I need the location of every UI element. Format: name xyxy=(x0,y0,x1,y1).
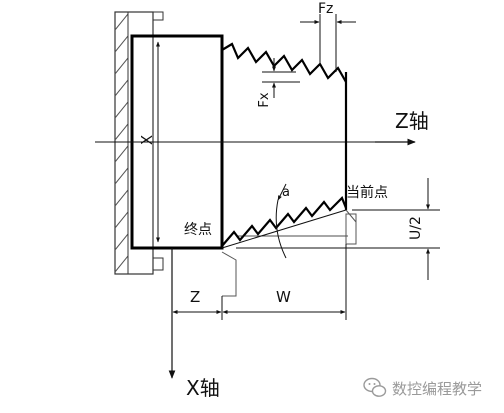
chuck-body xyxy=(114,11,154,275)
x-dimension-label: X xyxy=(138,135,156,145)
angle-arrow-top xyxy=(277,183,287,201)
fx-label: Fx xyxy=(257,92,272,107)
watermark: 数控编程教学 xyxy=(363,377,482,398)
u2-label: U/2 xyxy=(408,216,424,240)
tool-end xyxy=(221,251,237,297)
chuck-hatching xyxy=(114,13,129,273)
thread-bottom xyxy=(221,196,348,247)
chuck-jaw-top xyxy=(153,11,164,21)
fz-label: Fz xyxy=(318,1,333,17)
end-point-label: 终点 xyxy=(184,222,212,238)
current-point-label: 当前点 xyxy=(346,184,388,201)
z-dim-label: Z xyxy=(190,288,200,306)
angle-label: a xyxy=(282,185,290,200)
chuck xyxy=(114,11,164,275)
watermark-text: 数控编程教学 xyxy=(392,380,482,398)
z-axis-label: Z轴 xyxy=(395,109,429,133)
thread-top xyxy=(221,42,347,83)
chuck-jaw-bottom xyxy=(153,257,164,271)
tool-current xyxy=(345,213,357,245)
taper-line xyxy=(221,209,347,249)
wechat-icon xyxy=(363,377,387,397)
angle-arc xyxy=(275,199,287,259)
tool-current-tip xyxy=(345,209,357,223)
x-axis-label: X轴 xyxy=(186,376,220,400)
w-dim-label: W xyxy=(276,288,291,306)
